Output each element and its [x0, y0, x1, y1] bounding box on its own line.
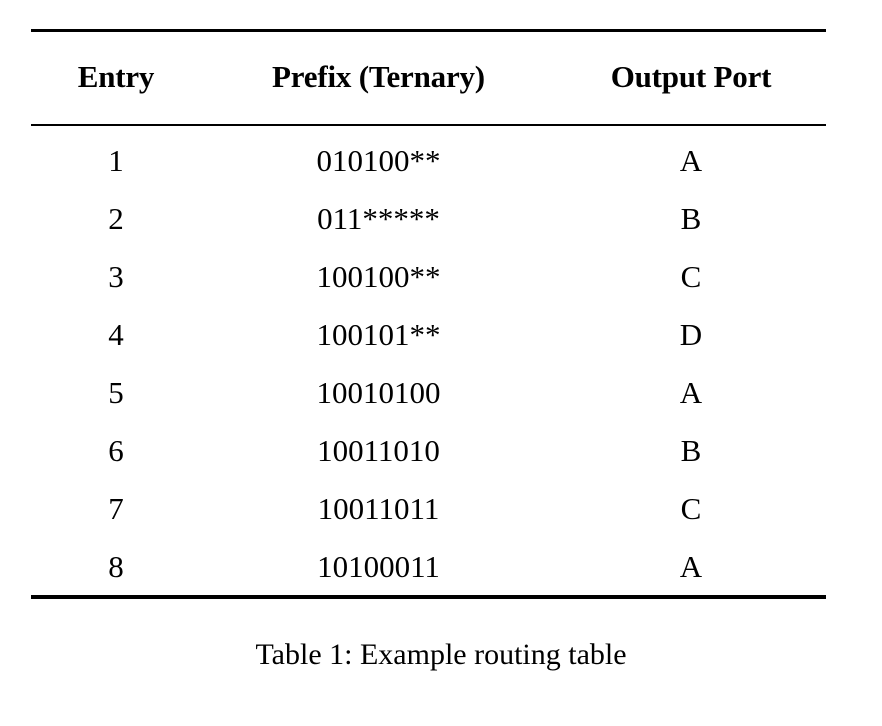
table-row: 4 100101** D: [31, 305, 826, 363]
column-header-output-port: Output Port: [610, 59, 772, 94]
cell-output-port: A: [679, 548, 703, 584]
cell-entry: 5: [108, 374, 124, 410]
table-row: 8 10100011 A: [31, 537, 826, 595]
cell-output-port: B: [680, 432, 702, 468]
cell-prefix: 10100011: [317, 548, 440, 584]
column-header-prefix: Prefix (Ternary): [272, 59, 485, 94]
cell-entry: 1: [108, 142, 124, 178]
cell-entry: 8: [108, 548, 124, 584]
table-header: Entry Prefix (Ternary) Output Port: [31, 29, 826, 124]
routing-table: Entry Prefix (Ternary) Output Port 1 010…: [31, 29, 826, 595]
table-body: 1 010100** A 2 011***** B 3 100100** C 4…: [31, 124, 826, 595]
table-row: 6 10011010 B: [31, 421, 826, 479]
table-row: 3 100100** C: [31, 247, 826, 305]
table-row: 5 10010100 A: [31, 363, 826, 421]
table-header-rule: [31, 124, 826, 126]
routing-table-container: Entry Prefix (Ternary) Output Port 1 010…: [31, 29, 826, 599]
cell-entry: 7: [108, 490, 124, 526]
cell-prefix: 010100**: [316, 142, 441, 178]
cell-prefix: 10010100: [316, 374, 441, 410]
cell-entry: 6: [108, 432, 124, 468]
cell-output-port: B: [680, 200, 702, 236]
cell-entry: 2: [108, 200, 124, 236]
cell-output-port: D: [679, 316, 703, 352]
table-caption: Table 1: Example routing table: [255, 638, 627, 671]
table-row: 7 10011011 C: [31, 479, 826, 537]
cell-output-port: A: [679, 374, 703, 410]
cell-output-port: C: [680, 258, 702, 294]
table-row: 1 010100** A: [31, 124, 826, 189]
cell-prefix: 10011011: [317, 490, 440, 526]
cell-prefix: 100100**: [316, 258, 441, 294]
cell-prefix: 10011010: [317, 432, 440, 468]
table-row: 2 011***** B: [31, 189, 826, 247]
table-top-rule: [31, 29, 826, 32]
cell-output-port: C: [680, 490, 702, 526]
cell-prefix: 011*****: [317, 200, 440, 236]
table-bottom-rule: [31, 595, 826, 599]
table-header-row: Entry Prefix (Ternary) Output Port: [31, 29, 826, 124]
cell-entry: 3: [108, 258, 124, 294]
column-header-entry: Entry: [77, 59, 155, 94]
cell-output-port: A: [679, 142, 703, 178]
cell-prefix: 100101**: [316, 316, 441, 352]
cell-entry: 4: [108, 316, 124, 352]
